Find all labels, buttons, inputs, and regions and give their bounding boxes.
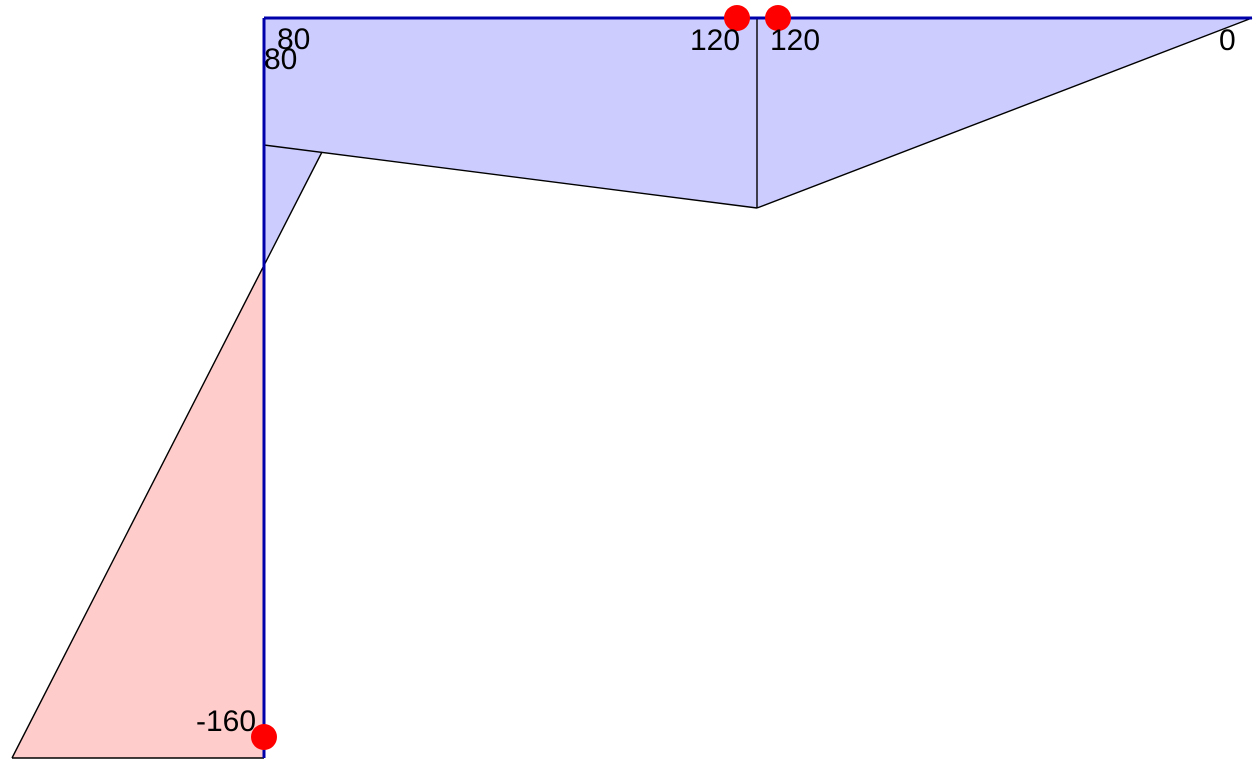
hinge-marker-beam-right xyxy=(765,5,791,31)
column-moment-line xyxy=(11,151,323,759)
hinge-marker-beam-left xyxy=(724,5,750,31)
hinge-marker-column-base xyxy=(251,724,277,750)
beam-right-moment-line xyxy=(756,17,1253,209)
value-label-beam-right-end: 0 xyxy=(1219,24,1236,57)
value-label-beam-left-end: 120 xyxy=(690,24,740,57)
value-label-beam-right-start: 120 xyxy=(770,24,820,57)
beam-left-moment-line xyxy=(263,144,758,209)
beam-left-positive-region xyxy=(264,18,757,264)
value-label-column-top-a: 80 xyxy=(277,23,310,56)
value-label-column-base: -160 xyxy=(196,705,256,738)
value-label-column-top-b: 80 xyxy=(264,43,297,76)
